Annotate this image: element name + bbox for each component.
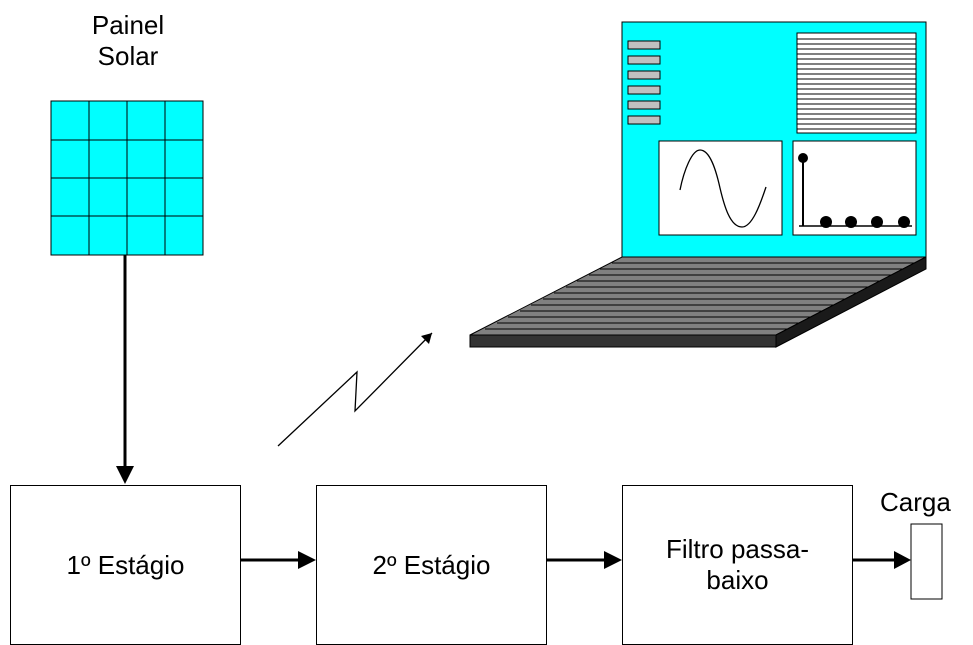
laptop-keyboard bbox=[469, 256, 927, 348]
lowpass-filter-label-line2: baixo bbox=[706, 565, 769, 595]
solar-panel-label-line1: Painel bbox=[91, 10, 165, 40]
laptop-menu-buttons bbox=[627, 40, 661, 125]
stage2-to-filter-arrow bbox=[546, 551, 622, 569]
load-icon bbox=[910, 523, 943, 600]
sine-wave bbox=[679, 149, 767, 228]
solar-panel-icon bbox=[50, 100, 204, 256]
lowpass-filter-block: Filtro passa- baixo bbox=[622, 485, 853, 645]
filter-to-load-arrow bbox=[852, 551, 911, 569]
stage1-to-stage2-arrow bbox=[240, 551, 316, 569]
lowpass-filter-label-line1: Filtro passa- bbox=[665, 534, 810, 564]
laptop-stem-panel bbox=[792, 140, 917, 236]
stage2-block: 2º Estágio bbox=[316, 485, 547, 645]
solar-panel-label-line2: Solar bbox=[97, 41, 159, 71]
stage1-block: 1º Estágio bbox=[10, 485, 241, 645]
stage2-label: 2º Estágio bbox=[372, 549, 491, 580]
laptop-sine-panel bbox=[658, 140, 783, 236]
wireless-link-icon bbox=[277, 332, 433, 447]
load-label: Carga bbox=[880, 487, 951, 517]
laptop-icon bbox=[469, 21, 927, 348]
panel-to-stage1-arrow bbox=[116, 255, 134, 484]
solar-panel-label: Painel Solar bbox=[58, 10, 198, 72]
stage1-label: 1º Estágio bbox=[66, 549, 185, 580]
laptop-text-panel bbox=[796, 32, 917, 134]
